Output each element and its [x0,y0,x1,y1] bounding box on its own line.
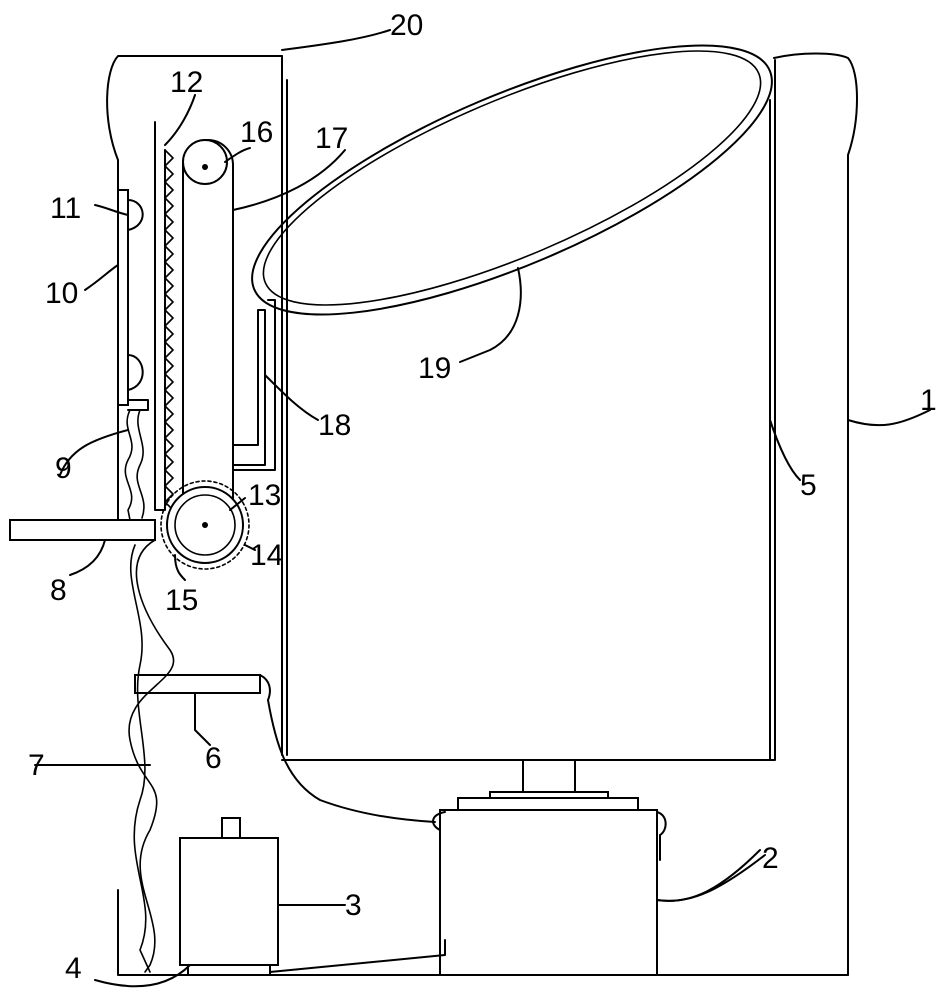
leader-15 [174,554,186,581]
left-column [106,55,283,756]
leader-2 [656,854,766,902]
shelf-6 [134,674,436,823]
motor-3 [179,817,346,976]
leader-11 [94,204,129,216]
label-20: 20 [390,9,423,42]
slide-rail-10 [117,189,149,411]
spring-9 [124,409,145,521]
pulley-13 [174,494,236,556]
label-4: 4 [65,952,82,985]
label-15: 15 [165,584,198,617]
label-1: 1 [920,384,937,417]
label-19: 19 [418,352,451,385]
belt-17 [182,139,234,526]
leader-4 [94,939,446,988]
bracket-18 [232,299,276,471]
label-10: 10 [45,277,78,310]
leader-14 [244,544,256,551]
label-3: 3 [345,889,362,922]
label-17: 17 [315,122,348,155]
label-14: 14 [250,539,283,572]
leader-1 [847,409,931,427]
labels: 1 2 3 4 5 6 7 8 9 10 11 12 13 14 15 16 1… [28,9,937,985]
leader-13 [229,497,246,511]
leader-16 [224,147,251,163]
leaders [59,94,931,902]
label-11: 11 [50,192,81,225]
leader-12 [164,94,196,146]
pulley-16 [182,139,228,185]
frame-1 [117,52,858,976]
leader-5 [769,419,801,481]
plate-8 [9,519,156,541]
label-9: 9 [55,452,72,485]
label-6: 6 [205,742,222,775]
label-12: 12 [170,66,203,99]
leader-20 [281,29,391,51]
leader-18 [264,374,319,421]
roller-11a [127,199,144,231]
lid-19 [251,44,773,363]
rotary-base-2 [432,759,761,976]
gear-14 [160,480,250,570]
label-7: 7 [28,749,45,782]
label-8: 8 [50,574,67,607]
label-13: 13 [248,479,281,512]
cable-7 [34,539,175,973]
label-5: 5 [800,469,817,502]
roller-11b [127,354,144,391]
label-2: 2 [762,842,779,875]
rack-12 [154,121,174,511]
leader-17 [232,149,346,211]
leader-10 [84,264,119,291]
label-16: 16 [240,116,273,149]
leader-9 [59,429,129,476]
label-18: 18 [318,409,351,442]
leader-8 [69,539,106,576]
